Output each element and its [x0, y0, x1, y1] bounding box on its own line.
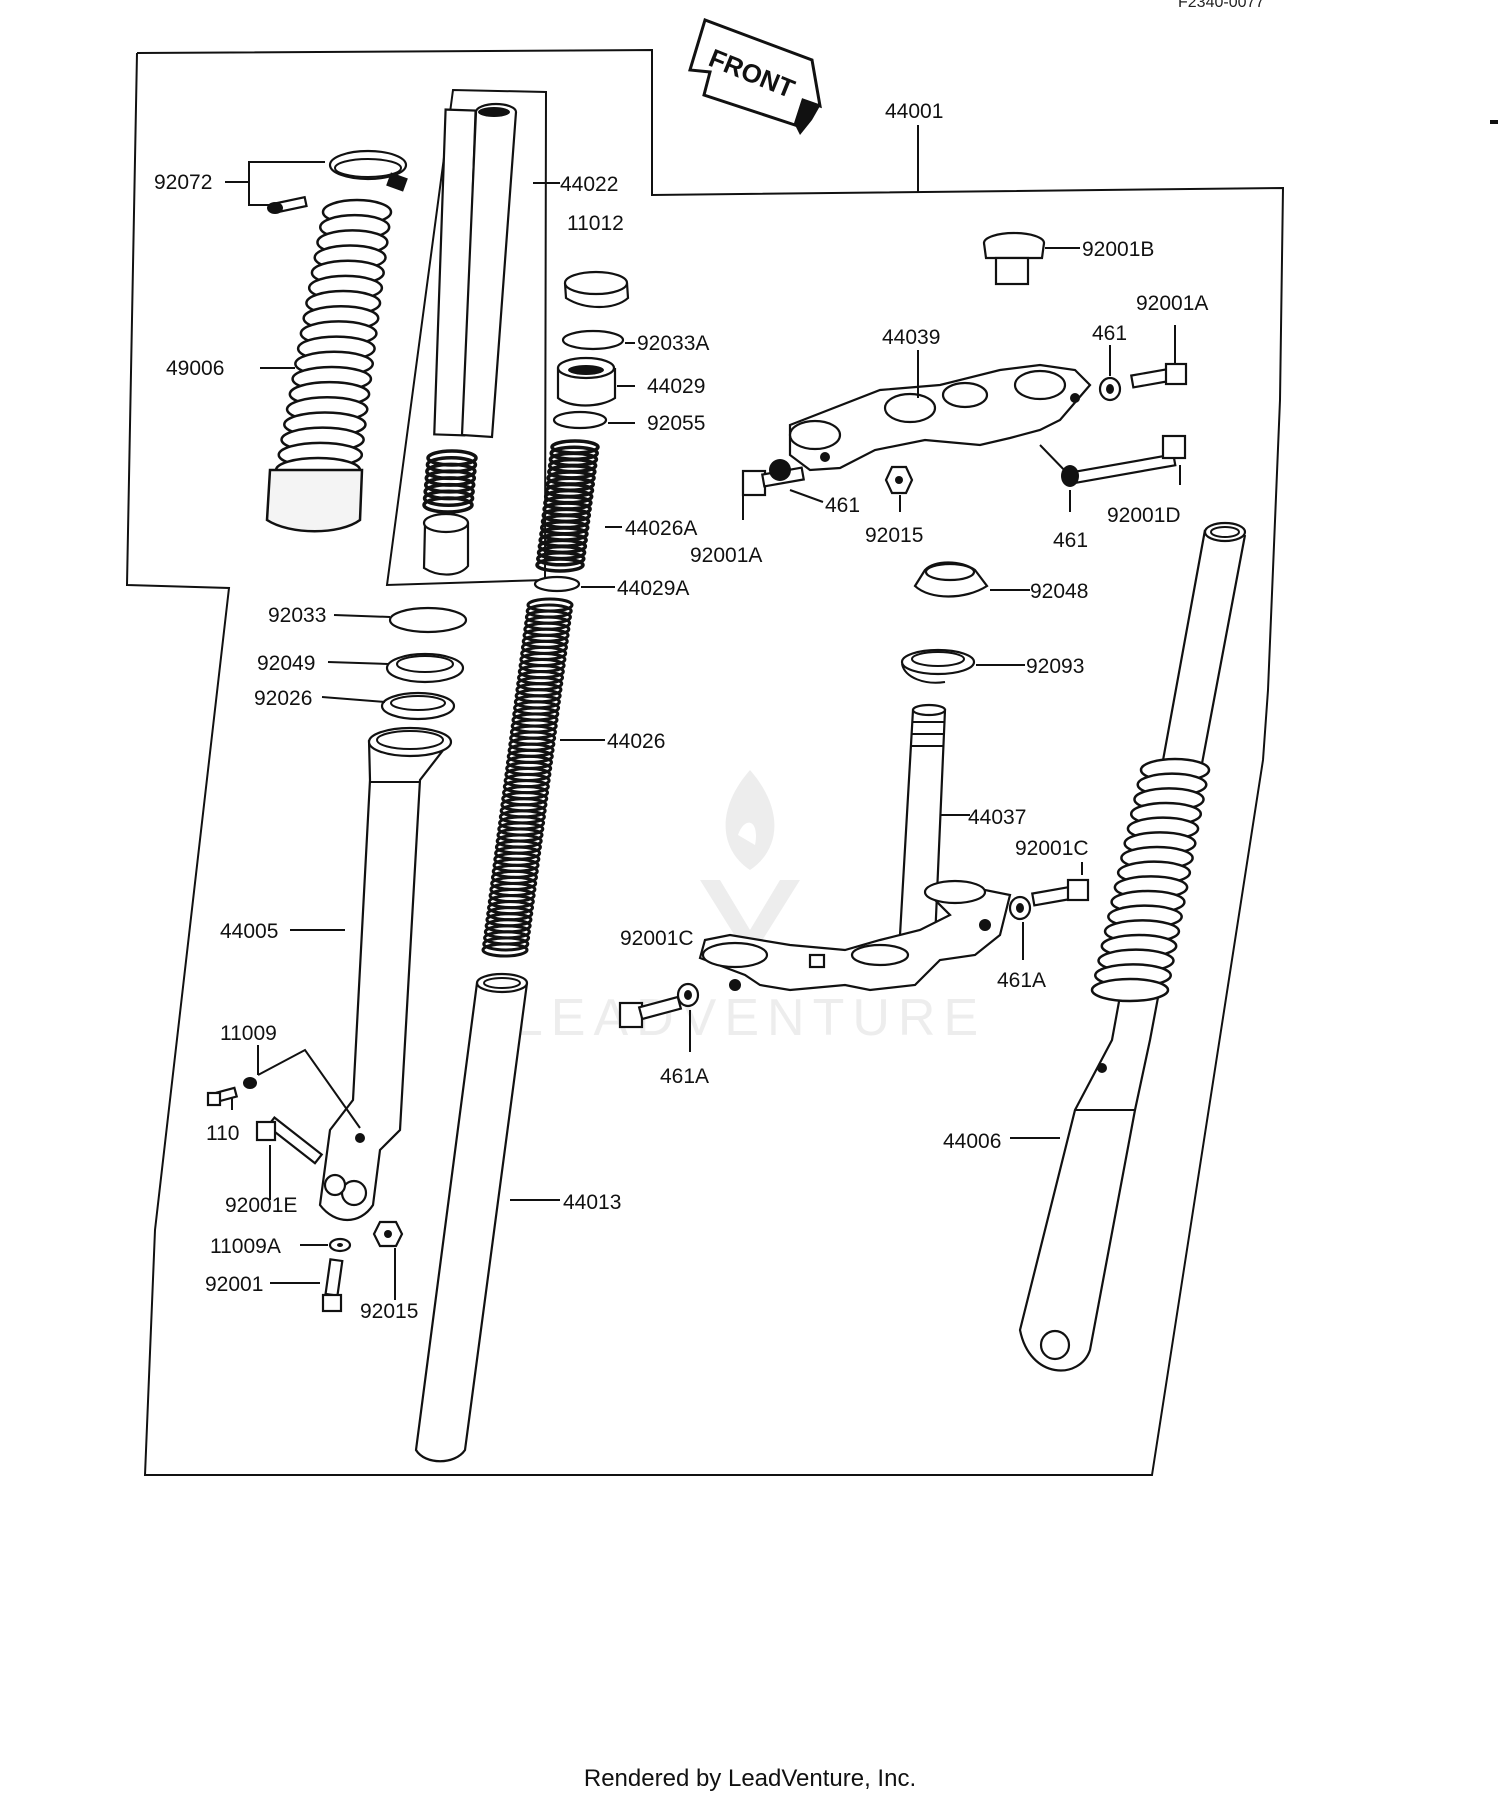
label-44005: 44005: [220, 920, 278, 943]
socket-bolt-92001: [321, 1258, 344, 1313]
fork-boot-49006: [265, 198, 393, 533]
label-44029: 44029: [647, 375, 705, 398]
oil-lock-piece-44022: [422, 512, 470, 576]
spring-44026: [481, 597, 574, 958]
margin-mark: [1490, 120, 1498, 124]
circlip-92033A: [561, 329, 625, 351]
label-92001E: 92001E: [225, 1194, 297, 1217]
gasket-11009: [243, 1077, 257, 1089]
watermark-flame-icon: [725, 770, 775, 870]
oil-seal-92049: [385, 652, 465, 684]
inner-fork-tube-44013: [414, 972, 529, 1463]
label-92001C-left: 92001C: [620, 927, 694, 950]
washer-461A-left: [676, 982, 700, 1008]
label-49006: 49006: [166, 357, 224, 380]
label-44029A: 44029A: [617, 577, 689, 600]
label-461A-left: 461A: [660, 1065, 709, 1088]
stem-nut-92001B: [982, 231, 1046, 286]
spring-44026A: [535, 439, 600, 573]
assembly-outline: [125, 48, 1285, 1476]
gasket-11009A: [328, 1237, 352, 1253]
label-92072: 92072: [154, 171, 212, 194]
label-92033: 92033: [268, 604, 326, 627]
steering-stem-44037: [698, 703, 1012, 992]
label-92001C-right: 92001C: [1015, 837, 1089, 860]
label-461-top: 461: [1092, 322, 1127, 345]
label-92001A-top: 92001A: [1136, 292, 1208, 315]
o-ring-92055: [552, 410, 608, 430]
clamp-band-92072: [328, 149, 408, 192]
label-92001A-mid: 92001A: [690, 544, 762, 567]
label-11012: 11012: [567, 212, 624, 235]
label-44006: 44006: [943, 1130, 1001, 1153]
label-11009A: 11009A: [210, 1235, 281, 1258]
label-110: 110: [206, 1122, 239, 1145]
ring-92033: [388, 606, 468, 634]
label-461-right: 461: [1053, 529, 1088, 552]
cap-11012: [563, 270, 630, 308]
upper-bracket-44039: [788, 363, 1092, 472]
label-92093: 92093: [1026, 655, 1084, 678]
label-92015-mid: 92015: [865, 524, 923, 547]
outer-fork-tube-44005: [318, 726, 453, 1221]
bolt-92001D: [1073, 434, 1187, 484]
reference-code: F2340-0077: [1178, 0, 1265, 11]
label-92026: 92026: [254, 687, 312, 710]
watermark: LEADVENTURE: [514, 770, 986, 1047]
spacer-44029A: [533, 575, 581, 593]
drain-screw-110: [206, 1086, 239, 1107]
washer-92026: [380, 691, 456, 721]
fork-boot-right: [1090, 757, 1211, 1003]
label-44013: 44013: [563, 1191, 621, 1214]
bolt-92001C-right: [1030, 878, 1090, 907]
label-44039: 44039: [882, 326, 940, 349]
label-92001D: 92001D: [1107, 504, 1181, 527]
label-92048: 92048: [1030, 580, 1088, 603]
label-92001B: 92001B: [1082, 238, 1154, 261]
label-44026A: 44026A: [625, 517, 697, 540]
label-92015-bottom: 92015: [360, 1300, 418, 1323]
bolt-92001A-top: [1129, 362, 1188, 389]
bearing-92093: [900, 648, 976, 684]
label-461A-right: 461A: [997, 969, 1046, 992]
washer-461A-right: [1008, 895, 1032, 921]
label-44026: 44026: [607, 730, 665, 753]
damper-rod-44022: [433, 102, 518, 439]
spacer-44029: [556, 356, 617, 407]
watermark-text: LEADVENTURE: [514, 989, 986, 1047]
front-arrow: FRONT: [688, 18, 822, 135]
washer-461-mid: [769, 459, 791, 481]
label-44037: 44037: [968, 806, 1026, 829]
leader-lines: [225, 125, 1181, 1300]
nut-92015-bottom: [372, 1220, 404, 1248]
part-labels: 44001 92072 44022 11012 92001B 92001A 46…: [154, 100, 1208, 1323]
label-44001: 44001: [885, 100, 943, 123]
label-92001: 92001: [205, 1273, 263, 1296]
bearing-cover-92048: [913, 561, 989, 598]
footer-credit: Rendered by LeadVenture, Inc.: [583, 1765, 917, 1792]
nut-92015-mid: [884, 465, 914, 495]
axle-bolt-92001E: [255, 1116, 324, 1165]
screw-92072: [267, 195, 308, 214]
label-92033A: 92033A: [637, 332, 709, 355]
label-92049: 92049: [257, 652, 315, 675]
label-44022: 44022: [560, 173, 618, 196]
rebound-spring-44022: [422, 449, 478, 514]
label-92055: 92055: [647, 412, 705, 435]
label-461-mid: 461: [825, 494, 860, 517]
watermark-v-icon: [700, 880, 800, 960]
label-11009: 11009: [220, 1022, 277, 1045]
washer-461-top: [1098, 376, 1122, 402]
bolt-92001C-left: [618, 995, 683, 1029]
